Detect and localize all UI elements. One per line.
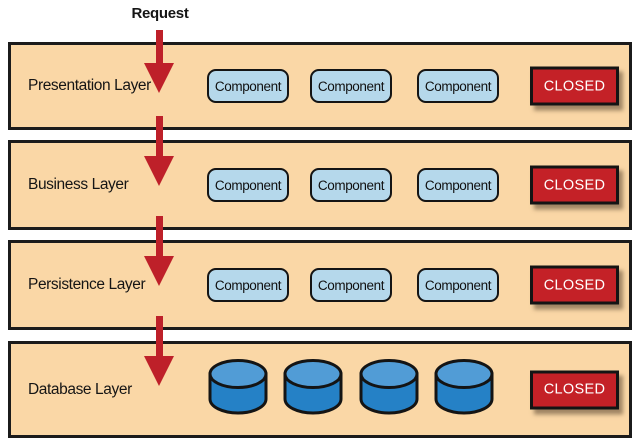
component-box: Component <box>207 268 289 302</box>
layer-label: Persistence Layer <box>28 276 146 293</box>
request-label: Request <box>131 5 189 22</box>
closed-badge: CLOSED <box>530 66 619 106</box>
request-flow-arrow-4 <box>144 316 174 386</box>
arrow-head-icon <box>144 256 174 286</box>
arrow-shaft <box>155 316 163 357</box>
arrow-head-icon <box>144 156 174 186</box>
layer-presentation: Presentation Layer Component Component C… <box>8 42 632 130</box>
layer-label: Business Layer <box>28 176 129 193</box>
arrow-head-icon <box>144 356 174 386</box>
arrow-shaft <box>155 116 163 157</box>
component-box: Component <box>310 168 392 202</box>
layer-label: Database Layer <box>28 380 132 398</box>
component-box: Component <box>417 168 499 202</box>
arrow-shaft <box>155 216 163 257</box>
component-box: Component <box>417 268 499 302</box>
arrow-shaft <box>155 30 163 64</box>
closed-badge: CLOSED <box>530 370 619 409</box>
layer-database: Database Layer CLOSED <box>8 341 632 438</box>
component-box: Component <box>310 268 392 302</box>
closed-badge: CLOSED <box>530 165 619 205</box>
request-flow-arrow-2 <box>144 116 174 186</box>
component-box: Component <box>207 69 289 103</box>
layer-label: Presentation Layer <box>28 77 151 94</box>
component-box: Component <box>207 168 289 202</box>
database-icon <box>358 357 420 417</box>
request-flow-arrow-3 <box>144 216 174 286</box>
request-flow-arrow-1 <box>144 30 174 93</box>
arrow-head-icon <box>144 63 174 93</box>
database-icon <box>207 357 269 417</box>
component-box: Component <box>417 69 499 103</box>
layer-persistence: Persistence Layer Component Component Co… <box>8 240 632 330</box>
database-icon <box>433 357 495 417</box>
component-box: Component <box>310 69 392 103</box>
closed-badge: CLOSED <box>530 265 619 305</box>
layer-business: Business Layer Component Component Compo… <box>8 140 632 230</box>
database-icon <box>282 357 344 417</box>
